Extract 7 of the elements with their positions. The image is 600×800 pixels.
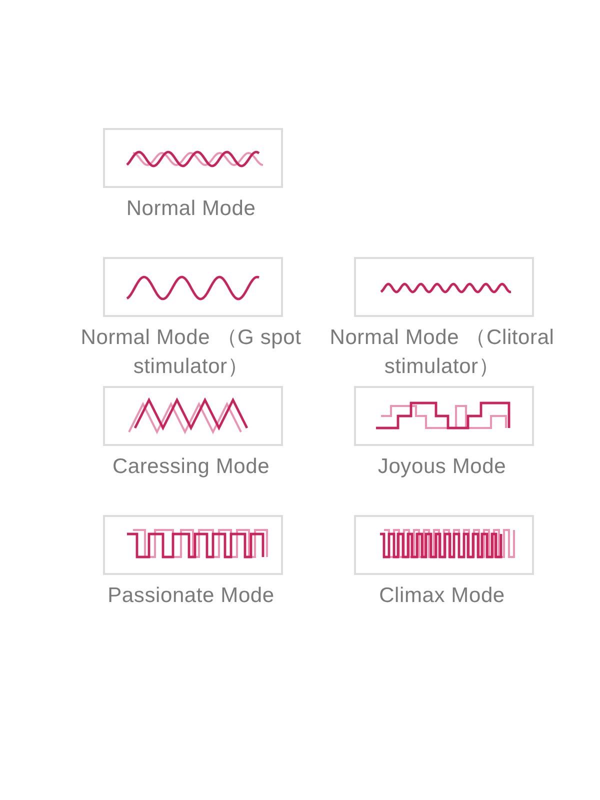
mode-label: Caressing Mode — [111, 454, 271, 480]
mode-label: Passionate Mode — [106, 583, 276, 609]
mode-label: Normal Mode （G spot stimulator） — [80, 325, 302, 380]
mode-label: Normal Mode （Clitoral stimulator） — [328, 325, 556, 380]
mode-label: Normal Mode — [125, 196, 257, 222]
mode-label: Joyous Mode — [376, 454, 508, 480]
mode-label: Climax Mode — [378, 583, 506, 609]
